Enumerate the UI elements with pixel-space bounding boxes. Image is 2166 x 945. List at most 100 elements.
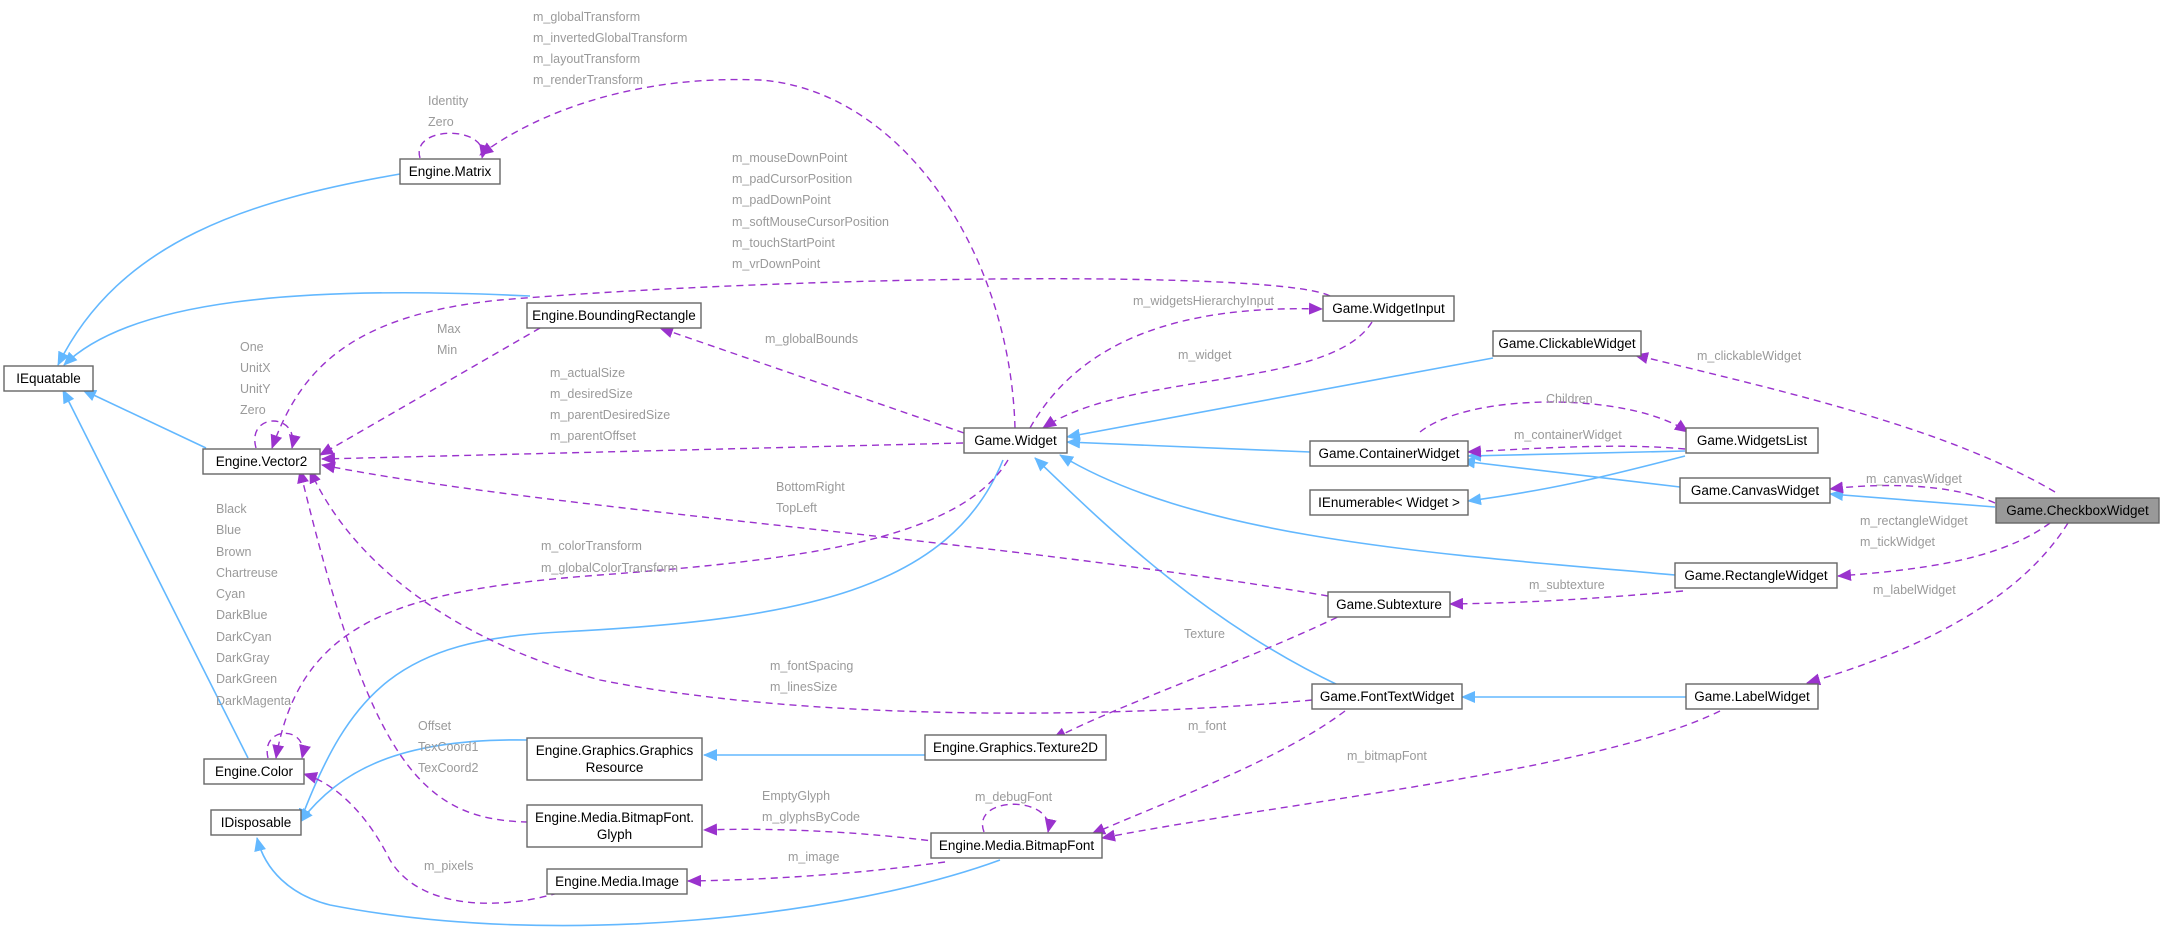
class-node-graphics-resource[interactable]: Engine.Graphics.Graphics Resource: [526, 737, 703, 781]
class-node-label-widget[interactable]: Game.LabelWidget: [1685, 683, 1819, 710]
class-node-bitmap-font[interactable]: Engine.Media.BitmapFont: [930, 832, 1103, 859]
edge-matrix-iequatable: [57, 173, 401, 366]
edge-label: TopLeft: [776, 501, 818, 515]
class-node-rectangle-widget[interactable]: Game.RectangleWidget: [1674, 562, 1838, 589]
class-name: Game.FontTextWidget: [1320, 689, 1455, 704]
edge-label: Max: [437, 322, 461, 336]
class-name: Game.WidgetInput: [1332, 301, 1445, 316]
class-name: Game.Subtexture: [1336, 597, 1442, 612]
edge-label: m_globalBounds: [765, 332, 858, 346]
class-name: Engine.Media.BitmapFont.: [535, 810, 694, 825]
class-node-subtexture[interactable]: Game.Subtexture: [1327, 591, 1451, 618]
edge-label: m_parentDesiredSize: [550, 408, 670, 422]
edge-label: m_globalColorTransform: [541, 561, 678, 575]
edge-label: DarkGreen: [216, 672, 277, 686]
edge-label: DarkBlue: [216, 608, 267, 622]
edge-label: Brown: [216, 545, 251, 559]
edge-container-widget: [1066, 436, 1311, 453]
class-name: Engine.Graphics.Texture2D: [933, 740, 1098, 755]
edge-label: m_fontSpacing: [770, 659, 853, 673]
usage-edges: [254, 78, 2069, 904]
class-node-bounding-rectangle[interactable]: Engine.BoundingRectangle: [526, 302, 702, 329]
edge-label: m_parentOffset: [550, 429, 636, 443]
edge-label: m_vrDownPoint: [732, 257, 821, 271]
class-name: Glyph: [597, 827, 632, 842]
edge-label: m_layoutTransform: [533, 52, 640, 66]
edge-label: BottomRight: [776, 480, 845, 494]
edge-widgetinput-vector2: [270, 278, 1331, 449]
edge-fonttext-vector2: [309, 469, 1313, 714]
class-name: Game.WidgetsList: [1697, 433, 1808, 448]
edge-checkbox-canvas-use: [1829, 481, 1996, 504]
edge-label: m_padDownPoint: [732, 193, 831, 207]
edge-bitmapfont-image: [687, 861, 946, 887]
edge-label: m_softMouseCursorPosition: [732, 215, 889, 229]
class-name: Engine.Matrix: [409, 164, 492, 179]
edge-label: Zero: [428, 115, 454, 129]
edge-label: m_renderTransform: [533, 73, 643, 87]
class-node-ienumerable-widget[interactable]: IEnumerable< Widget >: [1309, 489, 1469, 516]
class-node-texture2d[interactable]: Engine.Graphics.Texture2D: [924, 734, 1107, 761]
edge-label: Black: [216, 502, 247, 516]
edge-boundingrect-iequatable: [63, 291, 531, 366]
edge-label: One: [240, 340, 264, 354]
edge-label: TexCoord1: [418, 740, 478, 754]
class-name: Game.RectangleWidget: [1684, 568, 1828, 583]
class-node-font-text-widget[interactable]: Game.FontTextWidget: [1311, 683, 1463, 710]
edge-bitmapfont-idisposable: [254, 837, 1001, 927]
class-name: Engine.Graphics.Graphics: [536, 743, 694, 758]
class-name: Engine.BoundingRectangle: [532, 308, 696, 323]
class-node-vector2[interactable]: Engine.Vector2: [202, 448, 321, 475]
class-node-image[interactable]: Engine.Media.Image: [546, 868, 688, 895]
edge-widget-widgetinput: [1029, 302, 1323, 429]
class-node-canvas-widget[interactable]: Game.CanvasWidget: [1679, 477, 1831, 504]
class-node-color[interactable]: Engine.Color: [203, 758, 305, 785]
class-node-checkbox-widget[interactable]: Game.CheckboxWidget: [1995, 497, 2160, 524]
edge-widgetslist-ienumerable: [1467, 455, 1686, 506]
edge-label: m_image: [788, 850, 839, 864]
edge-label: m_subtexture: [1529, 578, 1605, 592]
edge-bitmapfont-self: [981, 803, 1057, 833]
edge-label: m_rectangleWidget: [1860, 514, 1968, 528]
class-node-widget[interactable]: Game.Widget: [963, 427, 1068, 454]
class-node-matrix[interactable]: Engine.Matrix: [399, 158, 501, 185]
edge-vector2-iequatable: [82, 389, 207, 449]
edge-label: m_canvasWidget: [1866, 472, 1962, 486]
class-node-glyph[interactable]: Engine.Media.BitmapFont. Glyph: [526, 804, 703, 848]
edge-label: m_mouseDownPoint: [732, 151, 848, 165]
edge-label: m_desiredSize: [550, 387, 633, 401]
edge-label: m_debugFont: [975, 790, 1053, 804]
edge-labels: m_globalTransform m_invertedGlobalTransf…: [216, 10, 1968, 873]
class-node-widget-input[interactable]: Game.WidgetInput: [1322, 295, 1455, 322]
edge-label: m_widgetsHierarchyInput: [1133, 294, 1275, 308]
class-node-iequatable[interactable]: IEquatable: [3, 365, 94, 392]
edge-label: m_tickWidget: [1860, 535, 1936, 549]
edge-canvas-container: [1461, 456, 1681, 488]
class-node-clickable-widget[interactable]: Game.ClickableWidget: [1492, 330, 1642, 357]
class-name: Engine.Color: [215, 764, 294, 779]
edge-label: Zero: [240, 403, 266, 417]
class-node-idisposable[interactable]: IDisposable: [210, 809, 302, 836]
edge-label: EmptyGlyph: [762, 789, 830, 803]
edge-checkbox-rectangle: [1837, 522, 2051, 582]
edge-rectangle-widget: [1059, 454, 1676, 576]
edge-checkbox-label: [1806, 522, 2069, 686]
edge-label: Texture: [1184, 627, 1225, 641]
edge-label: m_glyphsByCode: [762, 810, 860, 824]
edge-label: m_padCursorPosition: [732, 172, 852, 186]
class-name: Game.Widget: [974, 433, 1057, 448]
class-node-widgets-list[interactable]: Game.WidgetsList: [1685, 427, 1819, 454]
inheritance-edges: [57, 173, 1996, 927]
edge-widget-vector2: [321, 442, 964, 465]
edge-widgetslist-self: [1419, 401, 1689, 433]
edge-label: m_clickableWidget: [1697, 349, 1802, 363]
edge-fonttext-widget: [1034, 457, 1341, 687]
edge-widgetslist-container: [1467, 445, 1686, 458]
class-node-container-widget[interactable]: Game.ContainerWidget: [1309, 440, 1469, 467]
edge-label: UnitY: [240, 382, 271, 396]
class-name: IEquatable: [16, 371, 81, 386]
edge-label: Cyan: [216, 587, 245, 601]
edge-widgetinput-widget: [1042, 321, 1373, 429]
class-name: Engine.Vector2: [216, 454, 308, 469]
edge-label: UnitX: [240, 361, 271, 375]
